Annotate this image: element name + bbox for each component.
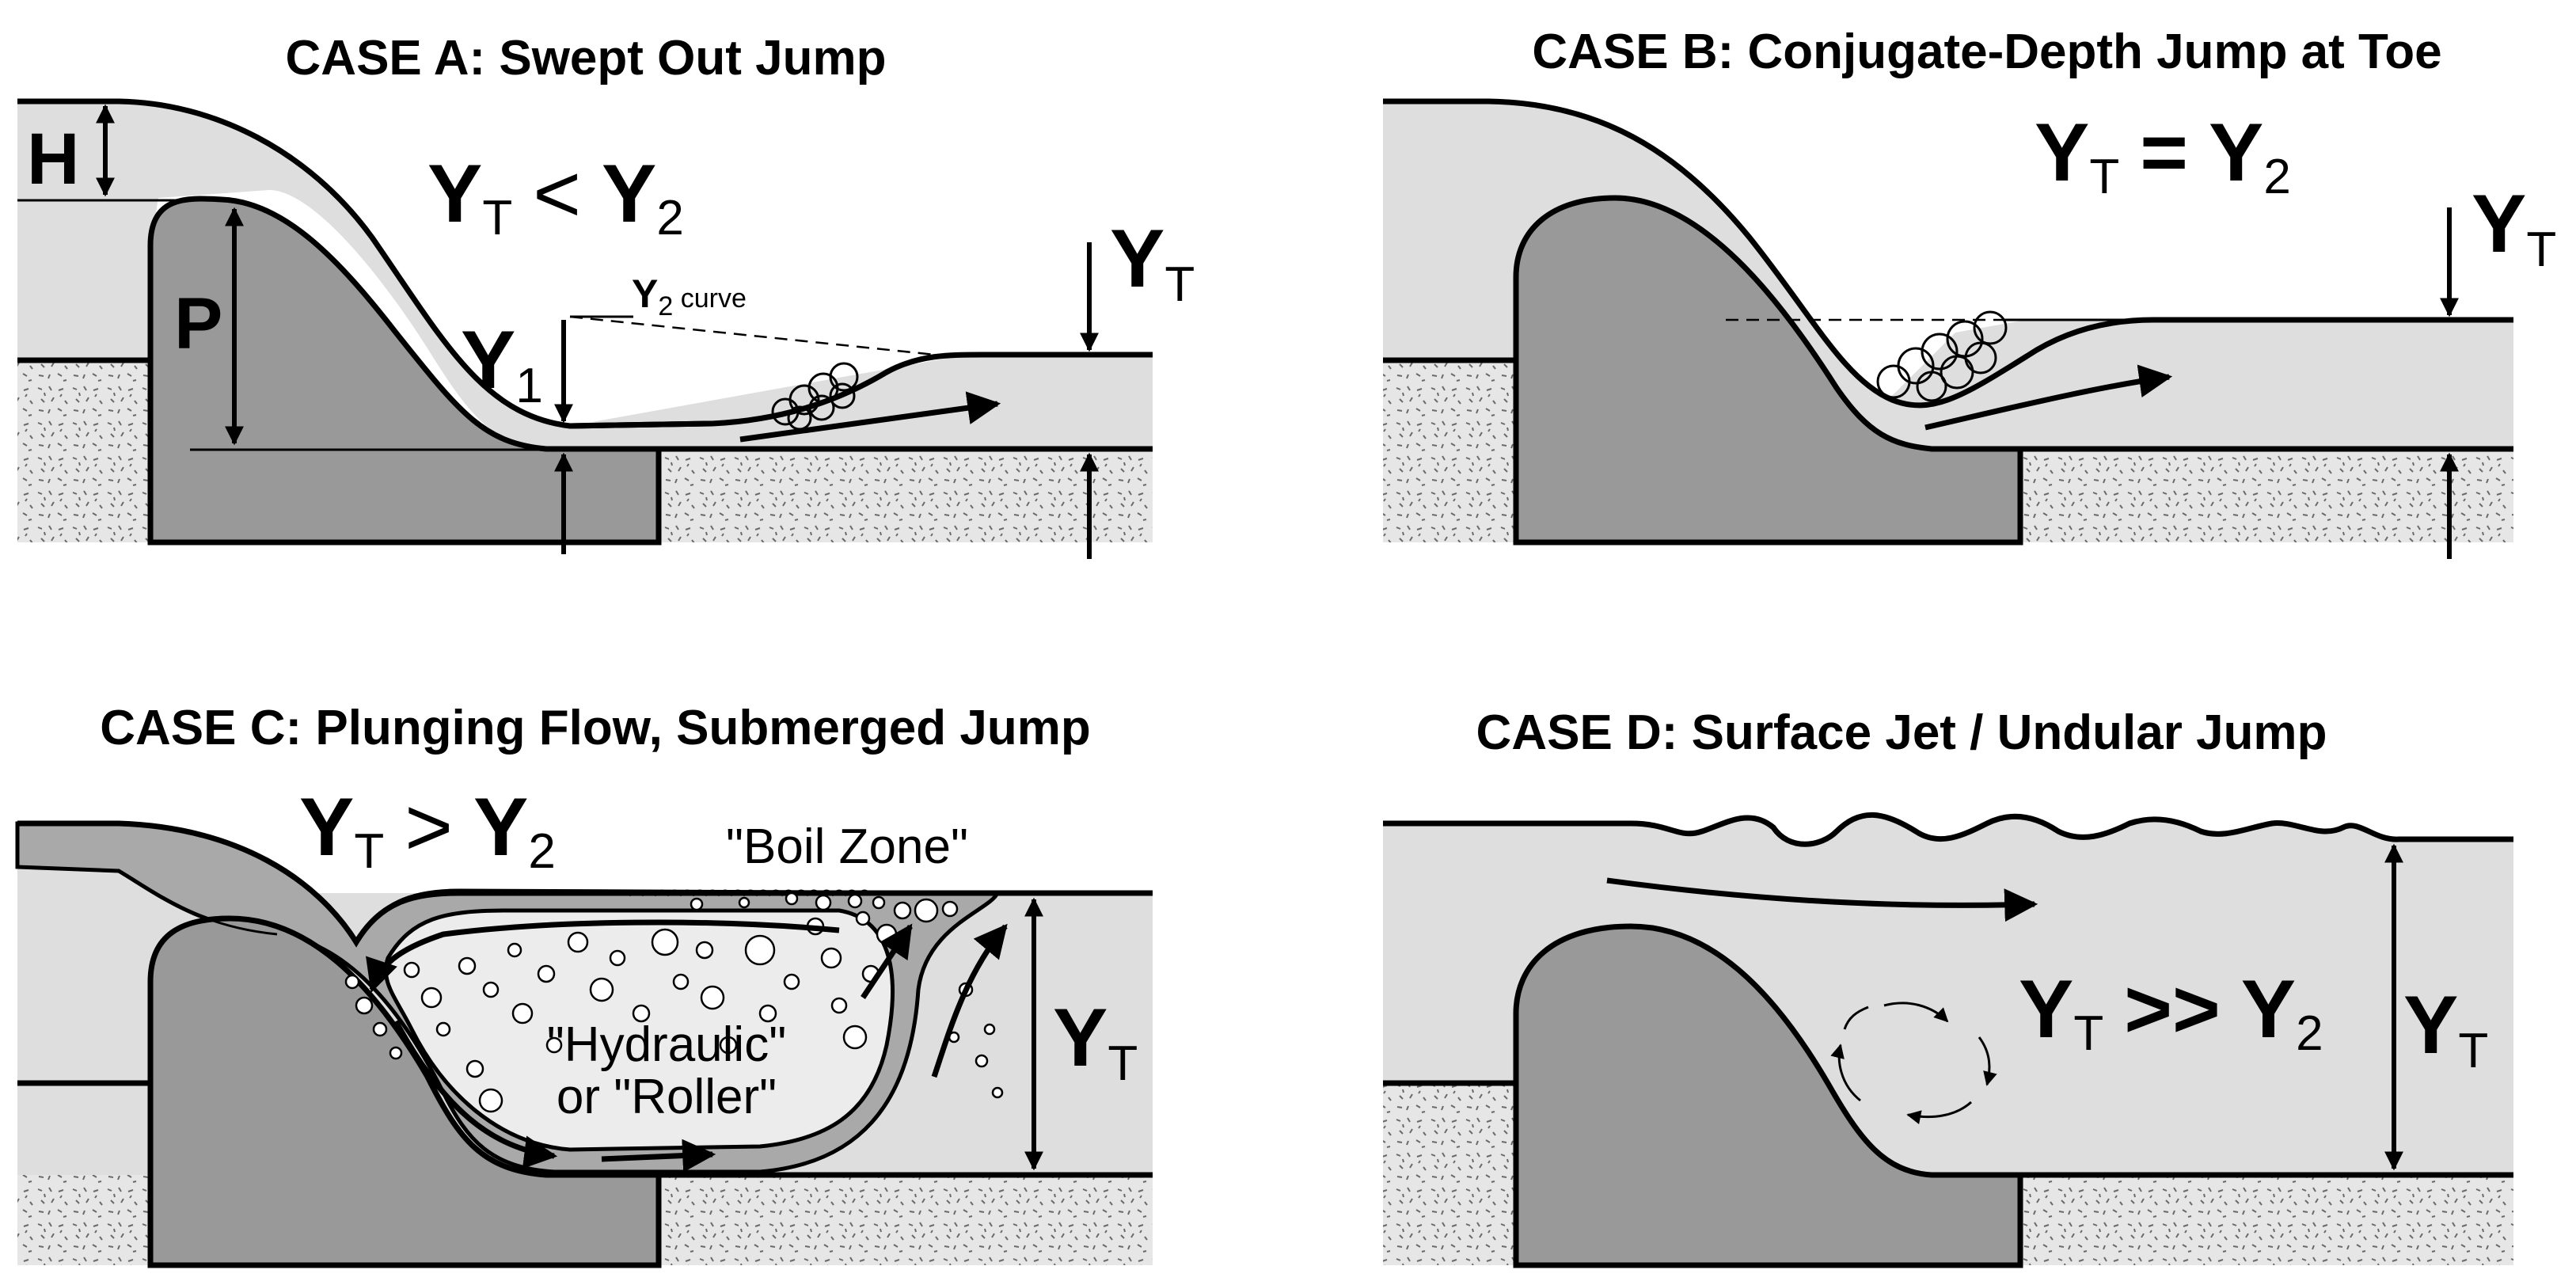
case-a-weir (147, 196, 662, 546)
case-c-roller-label-1: "Hydraulic" (547, 1017, 786, 1072)
case-b-relation: YT=Y2 (2035, 107, 2291, 204)
case-a-jump-front (870, 353, 982, 382)
case-a-roller-bubbles (771, 362, 859, 431)
case-d-upstream-ground (1383, 1083, 1522, 1265)
case-a-panel: CASE A: Swept Out Jump H P (17, 31, 1195, 559)
case-a-head-label: H (27, 119, 79, 200)
case-a-relation: YT<Y2 (427, 148, 684, 245)
case-a-upstream-ground (17, 360, 156, 542)
case-a-y2-curve-line (569, 315, 951, 358)
case-a-weir-height-label: P (174, 283, 222, 364)
case-b-water-surface (1383, 98, 2513, 409)
case-d-panel: CASE D: Surface Jet / Undular Jump YT>>Y… (1383, 705, 2513, 1268)
case-d-downstream-ground (2020, 1175, 2513, 1265)
case-a-y1-label: Y1 (461, 314, 543, 413)
case-c-water-surface (17, 820, 1153, 948)
case-a-flow-arrow (739, 391, 1001, 443)
case-d-relation: YT>>Y2 (2019, 964, 2323, 1061)
case-d-weir (1513, 923, 2023, 1268)
case-b-weir (1513, 195, 2023, 546)
case-c-roller-label-2: or "Roller" (557, 1070, 777, 1124)
case-c-downstream-ground (659, 1175, 1153, 1265)
case-d-title: CASE D: Surface Jet / Undular Jump (1476, 705, 2327, 760)
case-a-y2-curve-label: Y2 curve (632, 272, 747, 321)
case-b-water (1383, 101, 2513, 449)
case-b-downstream-ground (2020, 449, 2513, 542)
case-c-jet-underside (17, 865, 278, 936)
case-a-nappe-upper (17, 98, 713, 429)
case-a-title: CASE A: Swept Out Jump (286, 31, 887, 86)
case-b-roller-bubbles (1876, 310, 2008, 402)
case-d-surface-jet-arrow (1606, 877, 2038, 922)
case-a-water (17, 101, 1153, 450)
case-c-surface-ripples (616, 889, 872, 897)
case-d-water (1383, 815, 2513, 1175)
case-a-yt-label: YT (1110, 213, 1195, 312)
case-c-sky-mask (17, 823, 1153, 893)
case-d-eddy-arrows (1830, 1002, 1997, 1124)
case-c-relation: YT>Y2 (299, 781, 556, 879)
case-c-title: CASE C: Plunging Flow, Submerged Jump (100, 701, 1091, 755)
case-c-yt-label: YT (1053, 992, 1138, 1091)
case-b-title: CASE B: Conjugate-Depth Jump at Toe (1532, 25, 2441, 79)
case-b-flow-arrow (1924, 364, 2173, 431)
case-c-roller-core (383, 908, 895, 1152)
case-b-panel: CASE B: Conjugate-Depth Jump at Toe YT Y… (1383, 25, 2556, 559)
case-d-undular-surface (1383, 812, 2513, 847)
case-b-upstream-ground (1383, 360, 1522, 542)
case-d-yt-label: YT (2403, 979, 2488, 1078)
case-a-downstream-ground (659, 449, 1153, 542)
case-c-panel: CASE C: Plunging Flow, Submerged Jump (15, 701, 1153, 1268)
case-c-boil-zone-label: "Boil Zone" (726, 819, 968, 874)
case-b-yt-label: YT (2472, 178, 2556, 277)
case-c-circulation-arrows (366, 919, 1008, 1173)
